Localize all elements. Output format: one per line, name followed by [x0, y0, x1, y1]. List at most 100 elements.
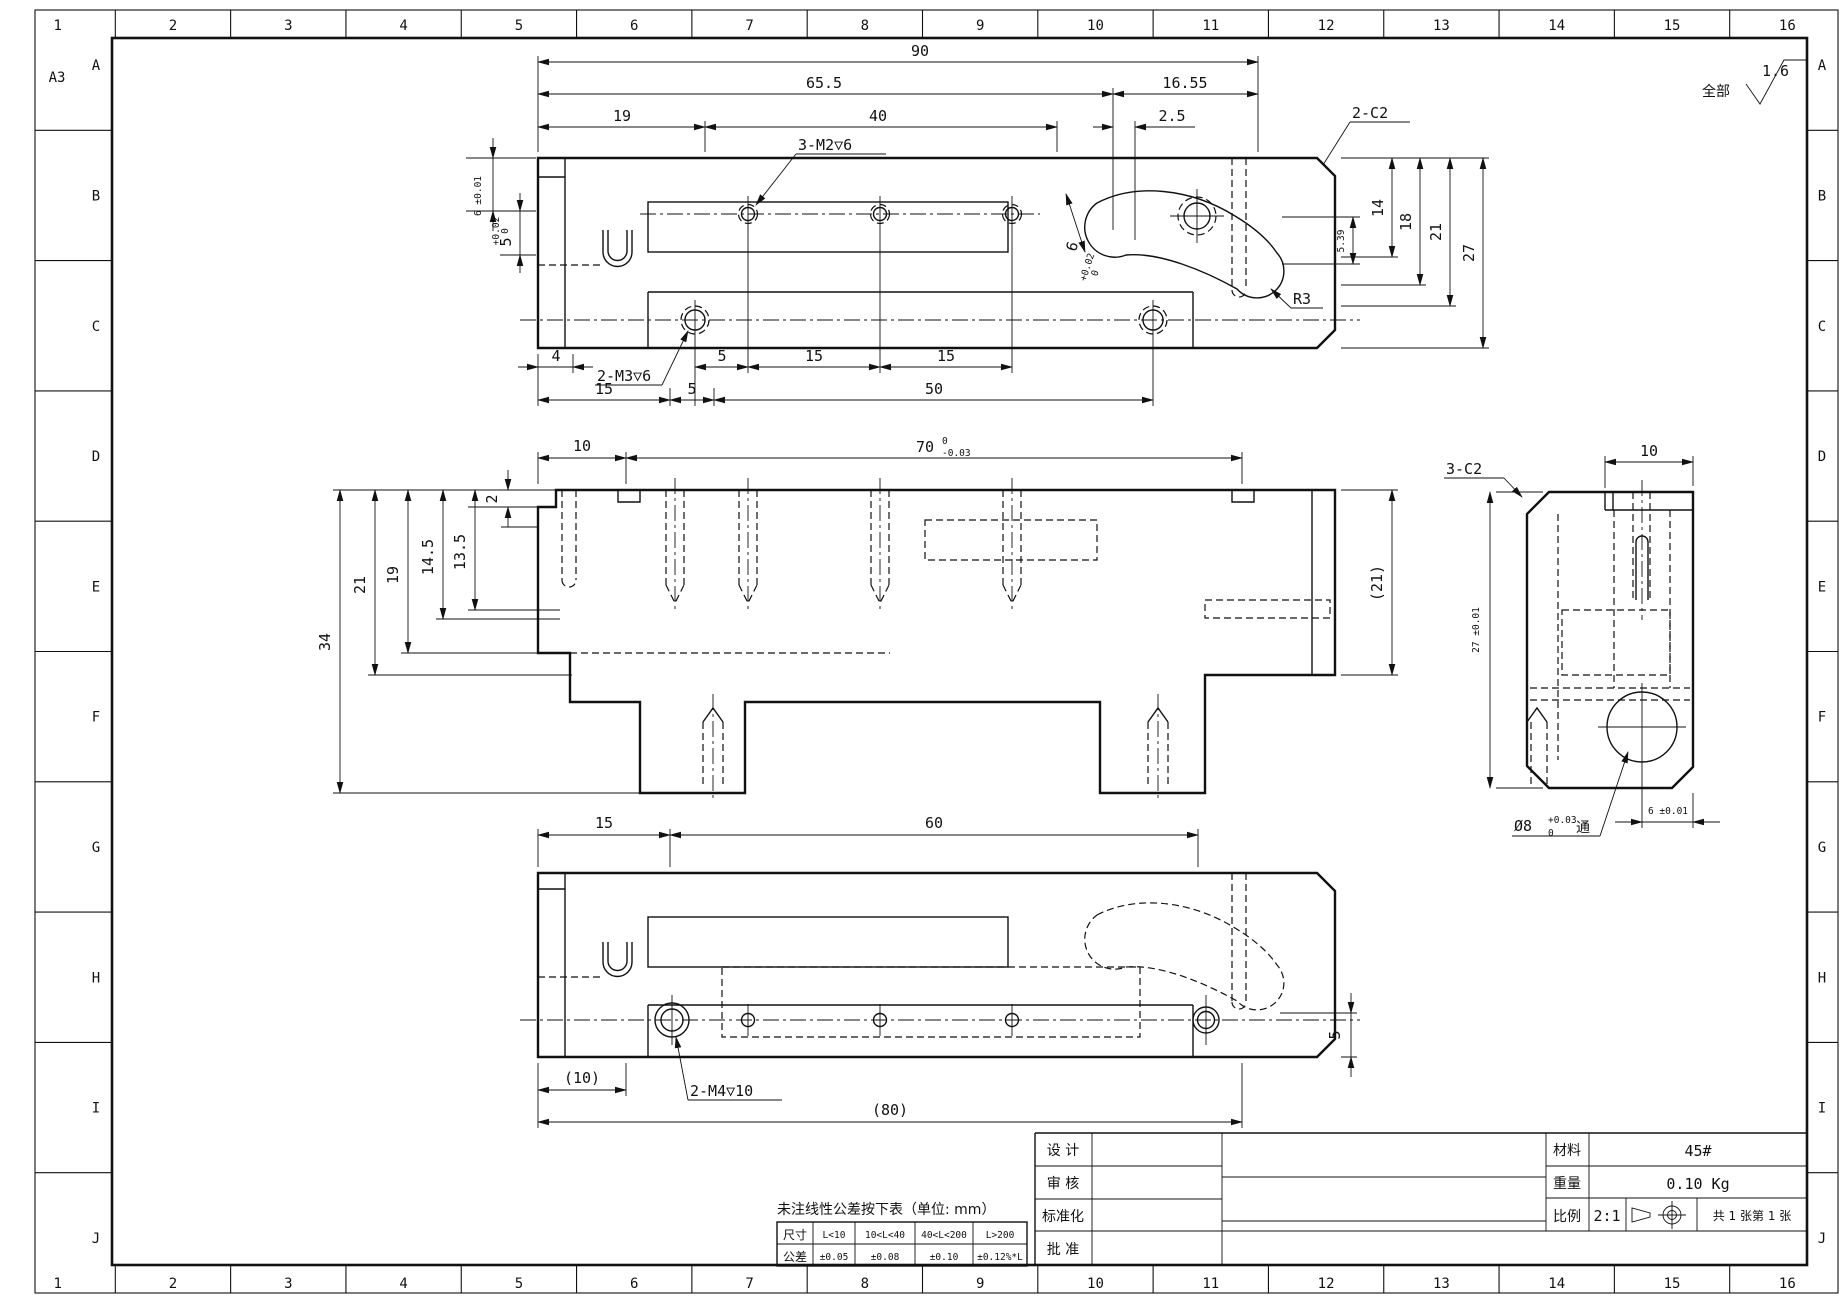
tol-value-2: ±0.08	[871, 1252, 900, 1263]
dim-top-5-39: 5.39	[1336, 229, 1347, 252]
dim-top-5tol: 5	[497, 237, 515, 246]
zone-row-left-G: G	[92, 840, 100, 856]
zone-row-left-F: F	[92, 710, 100, 726]
dim-front-70-lower: -0.03	[942, 448, 971, 459]
zone-col-bottom-10: 10	[1087, 1276, 1104, 1292]
dim-top-16-55: 16.55	[1162, 74, 1207, 92]
dim-top-27: 27	[1460, 244, 1478, 262]
dim-side-10: 10	[1640, 442, 1658, 460]
tol-value-1: ±0.05	[820, 1252, 849, 1263]
dim-front-21r: (21)	[1368, 565, 1386, 601]
zone-row-left-E: E	[92, 579, 100, 595]
dim-top-21: 21	[1427, 223, 1445, 241]
callout-c2-top: 2-C2	[1352, 104, 1388, 122]
title-block: 设 计 审 核 标准化 批 准 材料 45# 重量 0.10 Kg 比例 2:1…	[1034, 1132, 1807, 1265]
zone-ticks	[35, 10, 1838, 1293]
dim-top-14: 14	[1369, 199, 1387, 217]
zone-col-top-13: 13	[1433, 18, 1450, 34]
dim-slot-6-upper: +0.02	[1078, 252, 1097, 283]
zone-col-bottom-2: 2	[169, 1276, 177, 1292]
zone-col-top-11: 11	[1202, 18, 1219, 34]
zone-col-bottom-4: 4	[399, 1276, 407, 1292]
zone-col-bottom-11: 11	[1202, 1276, 1219, 1292]
dim-top-19: 19	[613, 107, 631, 125]
callout-r3: R3	[1293, 290, 1311, 308]
zone-row-right-C: C	[1818, 319, 1826, 335]
bottom-view: 15 60 (10) (80) 5 2-M4▽10	[520, 814, 1360, 1128]
surface-scope-label: 全部	[1702, 83, 1730, 100]
tol-range-4: L>200	[986, 1230, 1015, 1241]
scale-label: 比例	[1553, 1209, 1581, 1225]
zone-row-left-C: C	[92, 319, 100, 335]
sign-approval-label: 批 准	[1047, 1242, 1079, 1258]
zone-col-top-7: 7	[745, 18, 753, 34]
zone-row-right-F: F	[1818, 710, 1826, 726]
zone-col-top-6: 6	[630, 18, 638, 34]
zone-col-top-4: 4	[399, 18, 407, 34]
dim-bottom-10p: (10)	[564, 1069, 600, 1087]
material-value: 45#	[1684, 1142, 1711, 1160]
sign-standardization-label: 标准化	[1042, 1209, 1084, 1225]
dim-top-c15: 15	[595, 380, 613, 398]
dim-top-40: 40	[869, 107, 887, 125]
sheet-border	[34, 9, 1839, 1294]
dim-front-70: 70	[916, 438, 934, 456]
zone-col-top-16: 16	[1779, 18, 1796, 34]
dim-top-5tol-lower: 0	[500, 228, 511, 234]
zone-col-bottom-5: 5	[515, 1276, 523, 1292]
zone-row-right-A: A	[1818, 58, 1827, 74]
dim-top-6tol: 6 ±0.01	[473, 176, 484, 216]
tol-range-3: 40<L<200	[921, 1230, 967, 1241]
weight-value: 0.10 Kg	[1666, 1175, 1729, 1193]
projection-symbol-icon	[1631, 1201, 1686, 1229]
zone-col-bottom-15: 15	[1664, 1276, 1681, 1292]
dim-bottom-80p: (80)	[872, 1101, 908, 1119]
dim-top-18: 18	[1397, 213, 1415, 231]
zone-row-left-I: I	[92, 1101, 100, 1117]
hidden-bottom-studs	[702, 694, 1169, 801]
dim-front-34: 34	[316, 633, 334, 651]
dim-top-b5: 5	[717, 347, 726, 365]
callout-m4: 2-M4▽10	[690, 1082, 753, 1100]
tol-range-2: 10<L<40	[865, 1230, 905, 1241]
tol-header-size: 尺寸	[783, 1228, 807, 1242]
zone-col-bottom-7: 7	[745, 1276, 753, 1292]
zone-col-bottom-1: 1	[53, 1276, 61, 1292]
roughness-value: 1.6	[1762, 62, 1789, 80]
zone-col-top-12: 12	[1318, 18, 1335, 34]
dim-bottom-60: 60	[925, 814, 943, 832]
zone-col-bottom-9: 9	[976, 1276, 984, 1292]
material-label: 材料	[1553, 1143, 1581, 1159]
zone-col-bottom-12: 12	[1318, 1276, 1335, 1292]
dim-top-b15b: 15	[937, 347, 955, 365]
bottom-holes	[520, 995, 1360, 1045]
zone-col-top-1: 1	[53, 18, 61, 34]
side-view: 10 27 ±0.01 6 ±0.01 Ø8 +0.03 0 通 3-C2	[1444, 442, 1720, 839]
dim-top-5tol-upper: +0.02	[491, 217, 502, 246]
roughness-symbol-icon	[1745, 59, 1806, 105]
zone-col-bottom-8: 8	[861, 1276, 869, 1292]
zone-row-left-D: D	[92, 449, 100, 465]
dim-slot-6: 6	[1062, 239, 1082, 253]
zone-row-right-H: H	[1818, 970, 1826, 986]
m2-holes	[640, 196, 1040, 232]
tol-header-tol: 公差	[783, 1250, 807, 1264]
zone-col-bottom-14: 14	[1548, 1276, 1565, 1292]
zone-row-right-E: E	[1818, 579, 1826, 595]
zone-col-top-5: 5	[515, 18, 523, 34]
zone-labels: 1122334455667788991010111112121313141415…	[53, 18, 1826, 1292]
zone-col-top-3: 3	[284, 18, 292, 34]
tolerance-table: 未注线性公差按下表（单位: mm） 尺寸 公差 L<10 10<L<40 40<…	[776, 1202, 1028, 1267]
dim-top-65-5: 65.5	[806, 74, 842, 92]
dim-front-70-upper: 0	[942, 436, 948, 447]
dim-side-phi8-lower: 0	[1548, 828, 1554, 839]
zone-row-right-G: G	[1818, 840, 1826, 856]
zone-row-left-H: H	[92, 970, 100, 986]
callout-m3: 2-M3▽6	[597, 367, 651, 385]
sign-review-label: 审 核	[1047, 1176, 1079, 1192]
zone-col-top-14: 14	[1548, 18, 1565, 34]
surface-finish-note: 全部 1.6	[1702, 59, 1806, 105]
callout-c2-side: 3-C2	[1446, 460, 1482, 478]
